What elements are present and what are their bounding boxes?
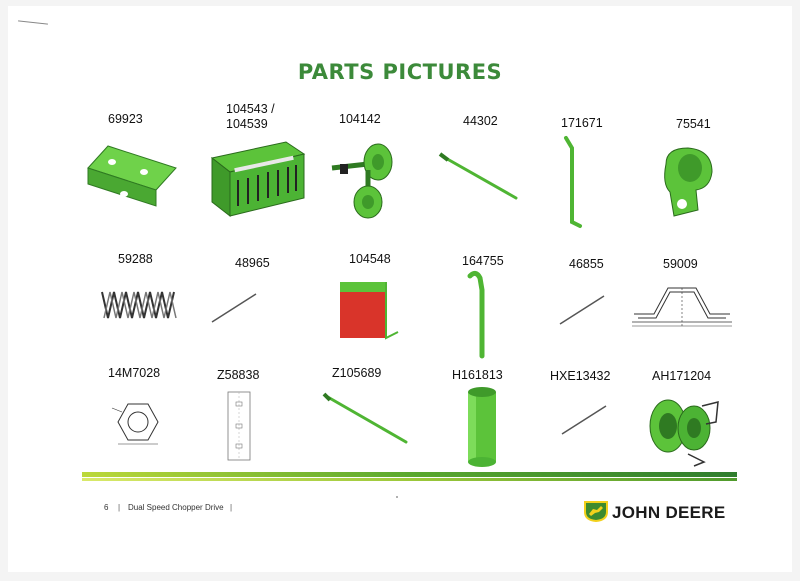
document-page — [8, 6, 792, 572]
part-number-label: 75541 — [676, 117, 711, 131]
clamp-bracket-icon — [664, 147, 713, 217]
page-title: PARTS PICTURES — [297, 60, 503, 84]
part-number-label: 104548 — [349, 252, 391, 266]
brand-name: JOHN DEERE — [612, 503, 726, 522]
part-number-label: 48965 — [235, 256, 270, 270]
part-number-label: 59009 — [663, 257, 698, 271]
part-number-label: HXE13432 — [550, 369, 611, 383]
sleeve-tube-icon — [468, 387, 496, 467]
part-number-label: 46855 — [569, 257, 604, 271]
pin-icon — [559, 295, 605, 325]
part-number-label: 104543 / 104539 — [226, 102, 275, 131]
hook-rod-icon — [467, 270, 485, 359]
long-rod-icon — [322, 392, 408, 444]
part-number-label: 164755 — [462, 254, 504, 268]
part-number-label: 44302 — [463, 114, 498, 128]
footer-divider-accent — [82, 478, 737, 481]
part-number-label: AH171204 — [652, 369, 712, 383]
spring-icon — [101, 291, 177, 319]
part-number-label: H161813 — [452, 368, 503, 382]
bent-rod-icon — [564, 136, 582, 228]
chopper-rotor-icon — [210, 141, 306, 218]
document-title: Dual Speed Chopper Drive — [128, 503, 224, 512]
footer-separator: | — [230, 503, 233, 512]
rod-icon — [438, 152, 518, 200]
plate-diagram-icon — [227, 391, 251, 461]
footer-divider — [82, 472, 737, 477]
part-number-label: 104142 — [339, 112, 381, 126]
part-number-label: Z58838 — [217, 368, 260, 382]
gearbox-icon — [649, 399, 719, 467]
deflector-plate-icon — [340, 282, 399, 340]
angle-bracket-icon — [87, 145, 177, 207]
footer-separator: | — [118, 503, 121, 512]
pulley-assembly-icon — [331, 143, 393, 219]
pin-icon — [561, 405, 607, 435]
part-number-label: Z105689 — [332, 366, 382, 380]
belt-guard-diagram-icon — [632, 287, 732, 327]
part-number-label: 14M7028 — [108, 366, 161, 380]
scan-speck — [396, 496, 398, 498]
pin-icon — [211, 293, 257, 323]
page-number: 6 — [104, 503, 109, 512]
part-number-label: 59288 — [118, 252, 153, 266]
hex-nut-diagram-icon — [111, 403, 159, 445]
deer-logo-icon — [584, 501, 608, 522]
part-number-label: 69923 — [108, 112, 143, 126]
part-number-label: 171671 — [561, 116, 603, 130]
